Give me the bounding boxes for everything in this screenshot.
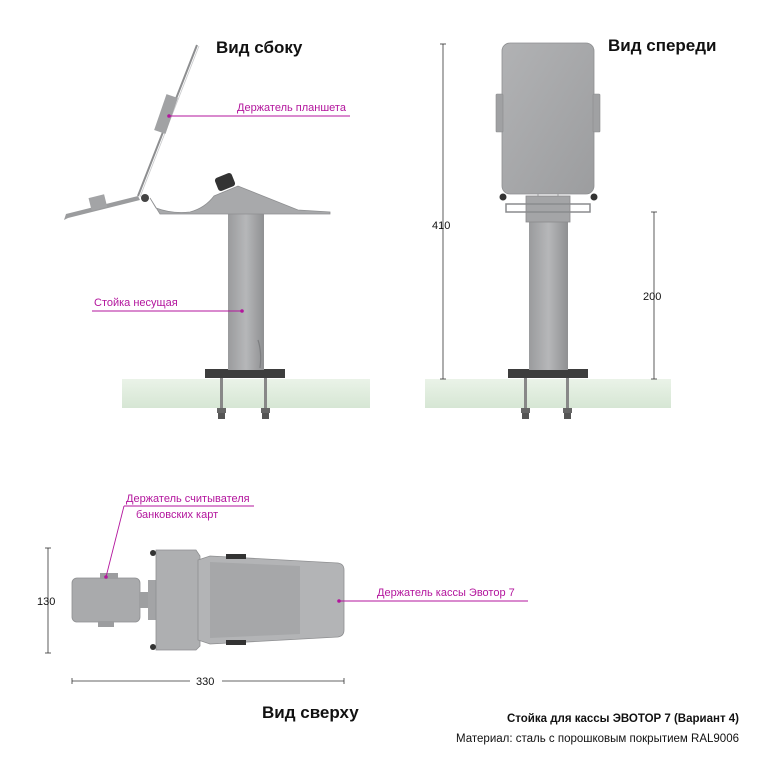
front-view: Вид спереди <box>425 36 717 419</box>
dimension-post-height-label: 200 <box>643 291 661 303</box>
side-base-plate <box>205 369 285 378</box>
side-view: Вид сбоку Держатель п <box>64 38 370 419</box>
callout-tablet-holder: Держатель планшета <box>167 102 350 118</box>
caption: Стойка для кассы ЭВОТОР 7 (Вариант 4) Ма… <box>456 713 739 745</box>
caption-title: Стойка для кассы ЭВОТОР 7 (Вариант 4) <box>507 713 739 725</box>
callout-register-holder-label: Держатель кассы Эвотор 7 <box>377 587 515 599</box>
front-bolts <box>521 378 572 419</box>
top-base-plate <box>155 549 201 651</box>
dimension-depth-label: 130 <box>37 596 55 608</box>
front-base-plate <box>508 369 588 378</box>
top-view-title: Вид сверху <box>262 703 359 722</box>
side-tablet-clip <box>154 94 178 134</box>
dimension-length-label: 330 <box>196 676 214 688</box>
callout-support-post-label: Стойка несущая <box>94 297 178 309</box>
dimension-depth: 130 <box>37 547 55 654</box>
callout-tablet-holder-label: Держатель планшета <box>237 102 347 114</box>
side-view-title: Вид сбоку <box>216 38 303 57</box>
top-card-reader-holder <box>71 577 141 623</box>
callout-support-post: Стойка несущая <box>92 297 244 313</box>
callout-card-reader-label-2: банковских карт <box>136 509 218 521</box>
front-desk <box>425 379 671 408</box>
side-support-post <box>228 212 264 370</box>
side-desk <box>122 379 370 408</box>
callout-card-reader-label-1: Держатель считывателя <box>126 493 250 505</box>
caption-material: Материал: сталь с порошковым покрытием R… <box>456 733 739 745</box>
dimension-post-height: 200 <box>643 211 661 380</box>
dimension-total-height-label: 410 <box>432 220 450 232</box>
dimension-length: 330 <box>71 676 345 688</box>
callout-register-holder: Держатель кассы Эвотор 7 <box>337 587 528 603</box>
callout-card-reader: Держатель считывателя банковских карт <box>104 493 254 579</box>
front-support-post <box>529 212 568 370</box>
front-view-title: Вид спереди <box>608 36 717 55</box>
side-bolts <box>217 378 270 419</box>
top-view: Держатель считывателя банковских карт Де… <box>37 493 528 722</box>
side-register-holder <box>149 185 331 215</box>
dimension-total-height: 410 <box>432 43 450 380</box>
front-tablet-panel <box>501 42 595 195</box>
